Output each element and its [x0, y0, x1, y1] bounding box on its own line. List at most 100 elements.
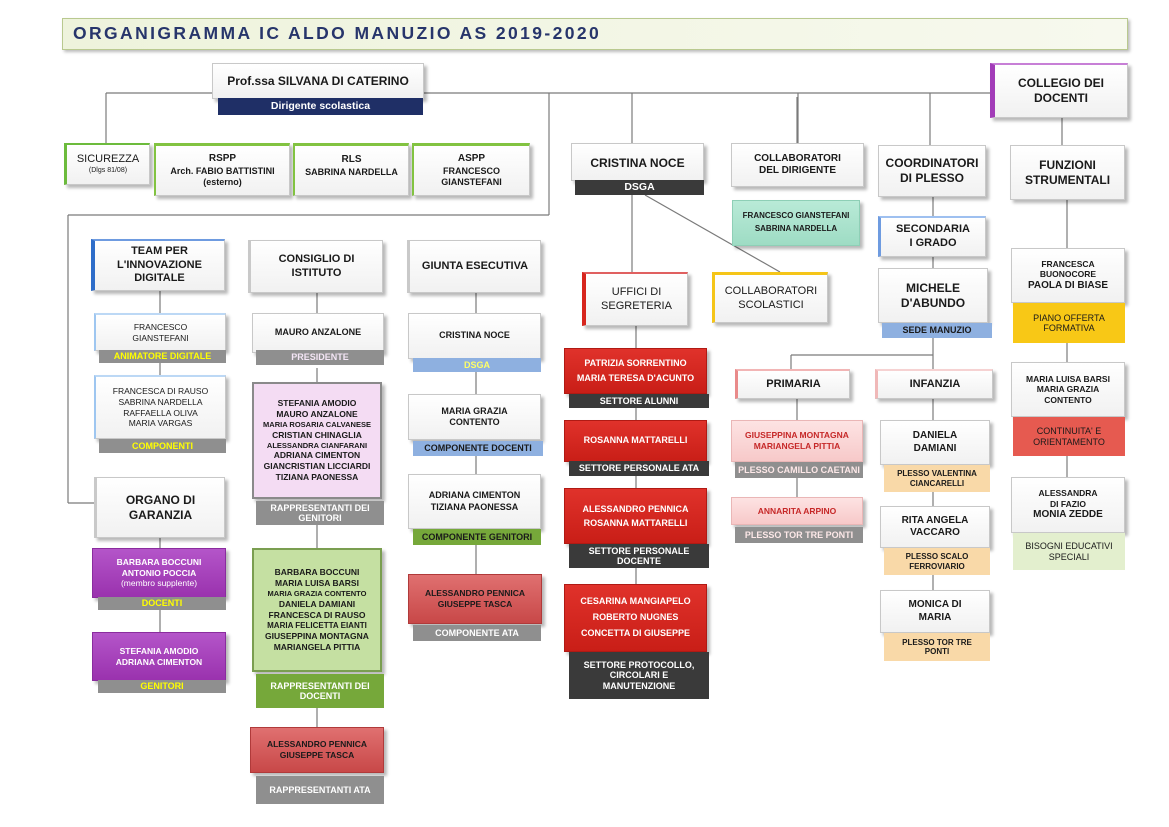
animatore-name-1: FRANCESCO [133, 321, 188, 332]
funzioni-title-2: STRUMENTALI [1024, 172, 1111, 187]
bisogni-name-1: ALESSANDRA [1038, 488, 1098, 499]
giunta-genitori-name-1: ADRIANA CIMENTON [428, 490, 521, 501]
infanzia-scalo-box: RITA ANGELA VACCARO [880, 506, 990, 548]
cons-docente-7: GIUSEPPINA MONTAGNA [265, 630, 369, 641]
settore-docente-name-2: ROSANNA MATTARELLI [583, 518, 688, 528]
aspp-line-1: FRANCESCO [442, 165, 500, 176]
cons-genitore-7: GIANCRISTIAN LICCIARDI [263, 460, 371, 471]
infanzia-tor-label: PLESSO TOR TRE PONTI [884, 633, 990, 661]
organo-docenti-box: BARBARA BOCCUNI ANTONIO POCCIA (membro s… [92, 548, 226, 598]
bisogni-name-2: DI FAZIO [1050, 498, 1086, 509]
organo-docenti-name-1: BARBARA BOCCUNI [116, 557, 202, 568]
cons-docente-3: MARIA GRAZIA CONTENTO [267, 589, 367, 599]
collegio-docenti-box: COLLEGIO DEI DOCENTI [990, 63, 1128, 118]
cons-genitore-2: MAURO ANZALONE [276, 409, 358, 420]
collab-scol-line-1: COLLABORATORI [724, 284, 818, 297]
docenti-consiglio-label-2: DOCENTI [299, 691, 341, 701]
settore-docente-label: SETTORE PERSONALE DOCENTE [569, 544, 709, 568]
aspp-line-2: GIANSTEFANI [441, 176, 502, 187]
collab-scol-line-2: SCOLASTICI [738, 298, 804, 311]
funzioni-strumentali-box: FUNZIONI STRUMENTALI [1010, 145, 1125, 200]
cons-genitore-8: TIZIANA PAONESSA [275, 471, 359, 482]
monica-name-1: MONICA DI [908, 599, 962, 610]
cons-genitore-5: ALESSANDRA CIANFARANI [266, 440, 368, 450]
collegio-line-1: COLLEGIO DEI [1017, 76, 1104, 90]
dsga-name: CRISTINA NOCE [590, 156, 685, 170]
giunta-dsga-label: DSGA [413, 358, 541, 372]
pof-name-1: FRANCESCA [1041, 258, 1095, 269]
componenti-label: COMPONENTI [99, 439, 226, 453]
continuita-name-1: MARIA LUISA BARSI [1026, 373, 1110, 384]
collab-dir-name-1: FRANCESCO GIANSTEFANI [742, 211, 850, 221]
sede-manuzio-label: SEDE MANUZIO [882, 323, 992, 338]
primaria-tor-box: ANNARITA ARPINO [731, 497, 863, 525]
uffici-title-1: UFFICI DI [611, 285, 662, 298]
primaria-caetani-label: PLESSO CAMILLO CAETANI [735, 462, 863, 478]
cons-ata-1: ALESSANDRO PENNICA [266, 739, 368, 750]
title-banner: ORGANIGRAMMA IC ALDO MANUZIO AS 2019-202… [62, 18, 1128, 50]
scalo-label-1: PLESSO SCALO [905, 552, 969, 562]
giunta-genitori-name-2: TIZIANA PAONESSA [430, 501, 519, 512]
collaboratori-dirigente-box: COLLABORATORI DEL DIRIGENTE [731, 143, 864, 187]
componenti-box: FRANCESCA DI RAUSO SABRINA NARDELLA RAFF… [94, 375, 226, 439]
giunta-docenti-label: COMPONENTE DOCENTI [413, 441, 543, 456]
componenti-name-2: SABRINA NARDELLA [118, 396, 203, 407]
cons-docente-2: MARIA LUISA BARSI [275, 578, 359, 589]
caetani-name-1: GIUSEPPINA MONTAGNA [745, 430, 849, 441]
page-title: ORGANIGRAMMA IC ALDO MANUZIO AS 2019-202… [73, 23, 602, 43]
valentina-name-1: DANIELA [912, 430, 958, 441]
pof-label-2: FORMATIVA [1043, 323, 1095, 333]
primaria-tor-label: PLESSO TOR TRE PONTI [735, 527, 863, 543]
cons-genitore-4: CRISTIAN CHINAGLIA [272, 429, 362, 440]
settore-alunni-label: SETTORE ALUNNI [569, 394, 709, 408]
michele-name-2: D'ABUNDO [900, 295, 966, 310]
infanzia-tor-box: MONICA DI MARIA [880, 590, 990, 633]
bisogni-label-2: SPECIALI [1048, 551, 1090, 562]
dirigente-name: Prof.ssa SILVANA DI CATERINO [227, 74, 409, 88]
settore-docente-box: ALESSANDRO PENNICA ROSANNA MATTARELLI [564, 488, 707, 544]
organo-genitori-box: STEFANIA AMODIO ADRIANA CIMENTON [92, 632, 226, 681]
rls-box: RLS SABRINA NARDELLA [293, 143, 409, 196]
docenti-consiglio-label-1: RAPPRESENTANTI DEI [270, 680, 370, 691]
team-title-1: TEAM PER [131, 244, 188, 257]
giunta-ata-box: ALESSANDRO PENNICA GIUSEPPE TASCA [408, 574, 542, 624]
infanzia-scalo-label: PLESSO SCALO FERROVIARIO [884, 548, 990, 575]
settore-docente-label-2: DOCENTE [616, 556, 661, 566]
infanzia-valentina-label: PLESSO VALENTINA CIANCARELLI [884, 465, 990, 492]
coord-title-1: COORDINATORI [885, 156, 979, 170]
animatore-name-2: GIANSTEFANI [132, 332, 189, 343]
settore-protocollo-label: SETTORE PROTOCOLLO, CIRCOLARI E MANUTENZ… [569, 652, 709, 699]
rls-line-1: SABRINA NARDELLA [305, 166, 398, 177]
coordinatori-plesso-box: COORDINATORI DI PLESSO [878, 145, 986, 197]
infanzia-tor-label-2: PONTI [924, 647, 950, 656]
scalo-name-1: RITA ANGELA [901, 514, 969, 526]
protocollo-name-1: CESARINA MANGIAPELO [580, 596, 691, 607]
bisogni-label: BISOGNI EDUCATIVI SPECIALI [1013, 533, 1125, 570]
alunni-name-2: MARIA TERESA D'ACUNTO [576, 373, 695, 383]
secondaria-line-1: SECONDARIA [896, 223, 970, 236]
protocollo-label-2: CIRCOLARI E [609, 670, 669, 681]
componenti-name-4: MARIA VARGAS [128, 418, 193, 429]
ata-consiglio-box: ALESSANDRO PENNICA GIUSEPPE TASCA [250, 727, 384, 773]
organo-title-1: ORGANO DI [125, 492, 196, 507]
cons-docente-4: DANIELA DAMIANI [278, 598, 356, 609]
continuita-label-1: CONTINUITA' E [1036, 426, 1102, 437]
consiglio-title-1: CONSIGLIO DI [278, 252, 355, 265]
caetani-name-2: MARIANGELA PITTIA [753, 441, 841, 451]
giunta-esecutiva-box: GIUNTA ESECUTIVA [407, 240, 541, 293]
organo-title-2: GARANZIA [128, 507, 193, 522]
secondaria-box: SECONDARIA I GRADO [878, 216, 986, 257]
continuita-name-2: MARIA GRAZIA [1036, 384, 1100, 395]
genitori-consiglio-label-1: RAPPRESENTANTI DEI [270, 502, 370, 513]
collaboratori-dirigente-names: FRANCESCO GIANSTEFANI SABRINA NARDELLA [732, 200, 860, 246]
protocollo-name-2: ROBERTO NUGNES [592, 612, 679, 623]
scalo-label-2: FERROVIARIO [909, 561, 965, 571]
genitori-consiglio-label: RAPPRESENTANTI DEI GENITORI [256, 501, 384, 525]
rspp-line-2: (esterno) [203, 176, 242, 187]
animatore-box: FRANCESCO GIANSTEFANI [94, 313, 226, 351]
cons-genitore-6: ADRIANA CIMENTON [273, 450, 361, 461]
protocollo-label-1: SETTORE PROTOCOLLO, [583, 659, 695, 670]
collegio-line-2: DOCENTI [1034, 91, 1088, 105]
continuita-label: CONTINUITA' E ORIENTAMENTO [1013, 417, 1125, 456]
animatore-label: ANIMATORE DIGITALE [99, 350, 226, 363]
